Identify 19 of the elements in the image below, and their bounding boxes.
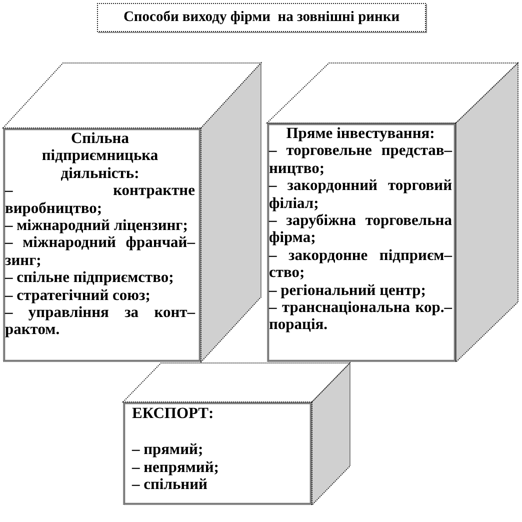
list-item: – закордонне підприєм– ство; [269, 246, 452, 282]
list-item: – зарубіжна торговельна фірма; [269, 212, 452, 247]
list-item: – міжнародний ліцензинг; [5, 217, 189, 234]
list-item: – закордонний торговий філіал; [269, 177, 452, 212]
heading-box: Способи виходу фірми на зовнішні ринки [97, 3, 426, 32]
list-item: – регіональний центр; [269, 282, 427, 300]
section-heading: ЕКСПОРТ: [132, 405, 215, 422]
list-item: – контрактне виробництво; [5, 182, 195, 218]
list-item: – непрямий; [132, 458, 220, 476]
section-heading: Пряме інвестування: [285, 125, 436, 142]
section-heading: Спільна підприємницька діяльність: [40, 130, 160, 182]
list-item: – спільне підприємство; [5, 269, 175, 287]
list-item: – міжнародний франчай– зинг; [5, 234, 195, 270]
list-item: – торговельне представ– ництво; [269, 142, 452, 178]
list-item: – спільний [132, 476, 208, 494]
list-item: – стратегічний союз; [5, 286, 152, 304]
list-item: – управління за конт– рактом. [5, 304, 195, 339]
list-item: – транснаціональна кор.– порація. [269, 299, 452, 334]
list-item: – прямий; [132, 441, 204, 459]
